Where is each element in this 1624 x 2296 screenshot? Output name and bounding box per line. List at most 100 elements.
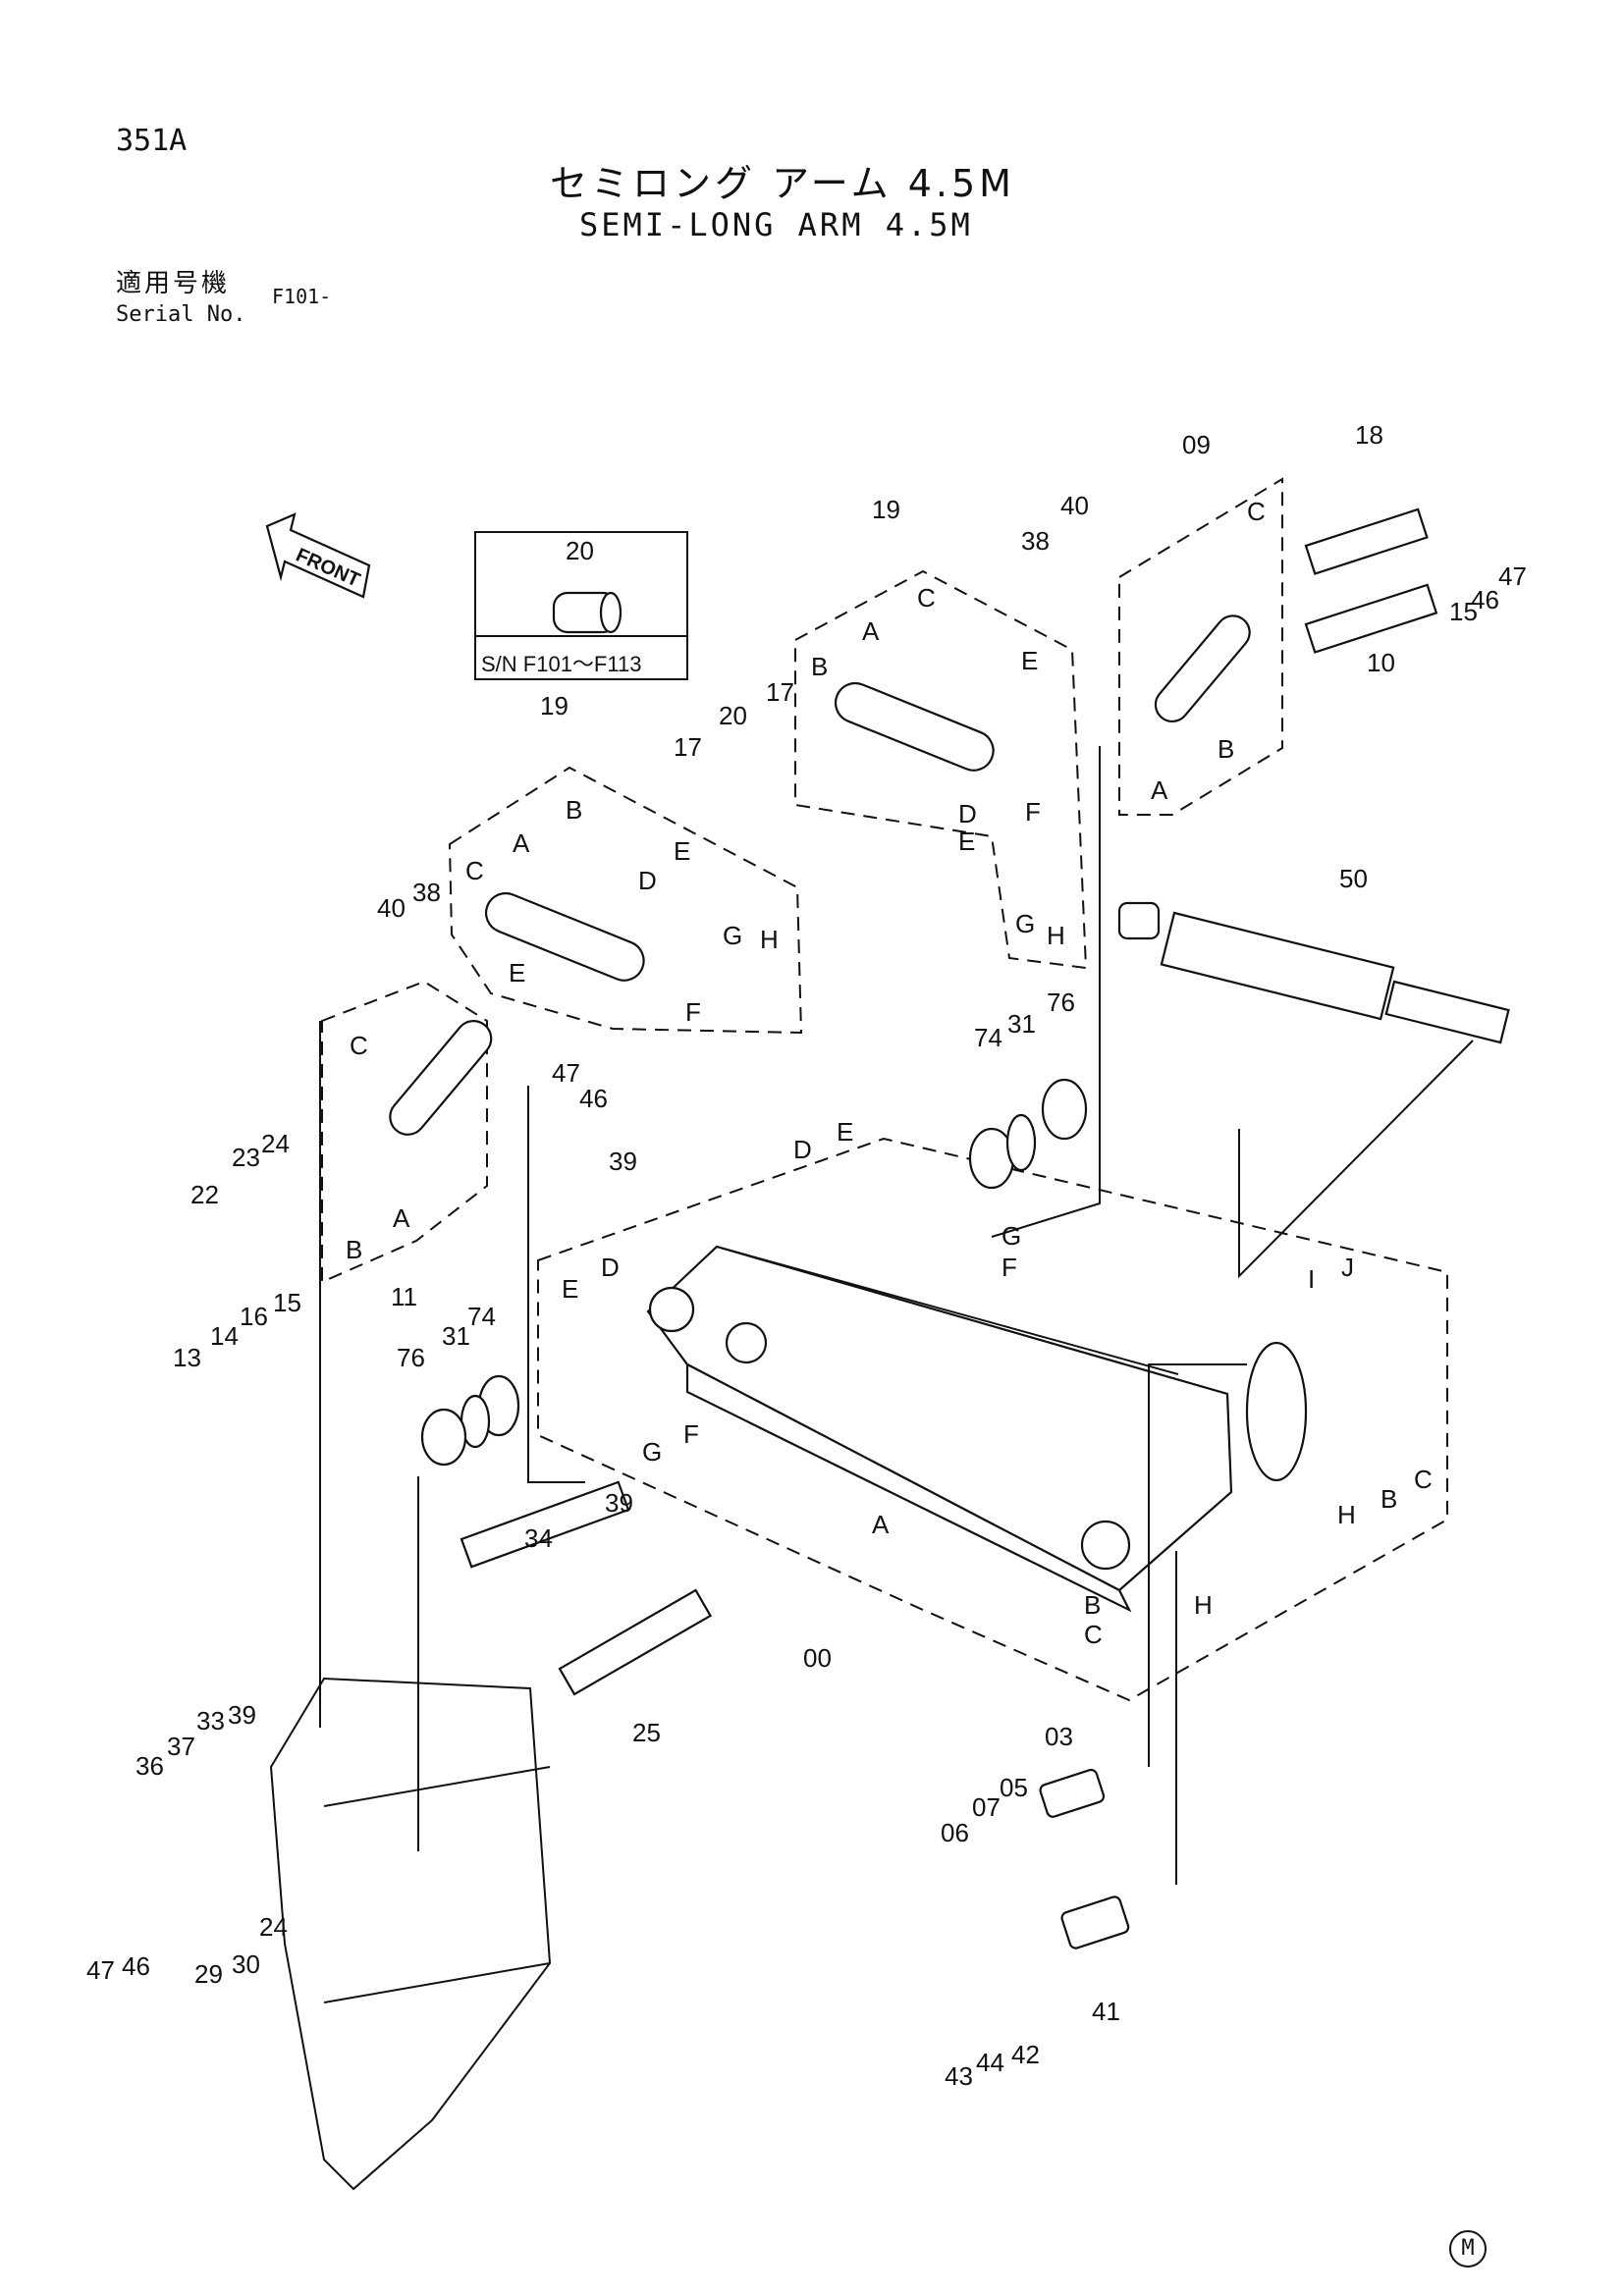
callout-39: 39 <box>609 1147 637 1176</box>
letter-label: E <box>958 827 975 856</box>
callout-39: 39 <box>228 1700 256 1730</box>
link-lower <box>484 891 645 982</box>
letter-label: H <box>1047 921 1065 950</box>
letter-label: G <box>723 921 742 950</box>
letter-label: H <box>1337 1500 1356 1529</box>
letter-label: B <box>1084 1590 1101 1620</box>
callout-30: 30 <box>232 1949 260 1979</box>
callout-46: 46 <box>1471 585 1499 614</box>
pin-18 <box>1304 507 1429 575</box>
callout-18: 18 <box>1355 420 1383 450</box>
callout-50: 50 <box>1339 864 1368 893</box>
callout-31: 31 <box>442 1321 470 1351</box>
letter-label: B <box>1218 734 1234 764</box>
callout-74: 74 <box>974 1023 1002 1052</box>
group-19-lower <box>448 766 803 1035</box>
leader-line <box>527 1086 585 1483</box>
callout-40: 40 <box>1060 491 1089 520</box>
callout-47: 47 <box>1498 561 1527 591</box>
maker-mark: M <box>1449 2230 1487 2268</box>
callout-13: 13 <box>173 1343 201 1372</box>
letter-label: E <box>837 1117 853 1147</box>
callout-20: 20 <box>719 701 747 730</box>
callout-23: 23 <box>232 1143 260 1172</box>
bucket <box>269 1677 552 2191</box>
callout-76: 76 <box>397 1343 425 1372</box>
callout-38: 38 <box>412 878 441 907</box>
callout-40: 40 <box>377 893 406 923</box>
callout-16: 16 <box>240 1302 268 1331</box>
title-english: SEMI-LONG ARM 4.5M <box>579 206 973 243</box>
callout-46: 46 <box>122 1951 150 1981</box>
serial-label-english: Serial No. <box>116 302 246 327</box>
callout-14: 14 <box>210 1321 239 1351</box>
letter-label: C <box>465 856 484 885</box>
letter-label: H <box>760 925 779 954</box>
callout-76: 76 <box>1047 988 1075 1017</box>
title-japanese: セミロング アーム 4.5M <box>550 162 1015 205</box>
letter-label: E <box>674 836 690 866</box>
callout-36: 36 <box>135 1751 164 1781</box>
callout-09: 09 <box>1182 430 1211 459</box>
letter-label: B <box>566 795 582 825</box>
leader-line <box>991 746 1101 1238</box>
letter-label: D <box>601 1253 620 1282</box>
arm-link-11 <box>389 1020 493 1136</box>
callout-00: 00 <box>803 1643 832 1673</box>
link-upper <box>834 681 995 772</box>
callout-42: 42 <box>1011 2040 1040 2069</box>
callout-47: 47 <box>86 1955 115 1985</box>
arm-body <box>646 1245 1308 1613</box>
letter-label: J <box>1341 1253 1354 1282</box>
letter-label: A <box>513 828 530 858</box>
callout-15: 15 <box>1449 597 1478 626</box>
inset-box: 20 S/N F101～F113 <box>474 531 688 680</box>
callout-43: 43 <box>945 2061 973 2091</box>
letter-label: G <box>1015 909 1035 938</box>
callout-37: 37 <box>167 1732 195 1761</box>
subpart-letters: A B C E D E F G H C B A A B C E D E F G … <box>346 497 1433 1649</box>
letter-label: A <box>1151 775 1168 805</box>
callout-24: 24 <box>261 1129 290 1158</box>
callout-19: 19 <box>872 495 900 524</box>
letter-label: H <box>1194 1590 1213 1620</box>
letter-label: E <box>1021 646 1038 675</box>
callout-19: 19 <box>540 691 568 721</box>
group-09 <box>1118 477 1283 816</box>
callout-29: 29 <box>194 1959 223 1989</box>
pin-41 <box>1060 1896 1130 1949</box>
callout-24: 24 <box>259 1912 288 1942</box>
callout-41: 41 <box>1092 1997 1120 2026</box>
callout-46: 46 <box>579 1084 608 1113</box>
part-callouts: 00 03 05 06 07 09 10 11 13 14 15 15 16 1… <box>86 420 1527 2091</box>
callout-34: 34 <box>524 1523 553 1553</box>
group-11 <box>321 980 488 1284</box>
callout-05: 05 <box>1000 1773 1028 1802</box>
callout-22: 22 <box>190 1180 219 1209</box>
callout-06: 06 <box>941 1818 969 1847</box>
inset-part-number: 20 <box>566 536 594 565</box>
seal-set-upper <box>968 1078 1088 1190</box>
pin-34 <box>460 1480 630 1569</box>
pin-25 <box>558 1588 713 1696</box>
serial-value: F101- <box>272 285 332 308</box>
seal-set-lower <box>420 1374 520 1467</box>
letter-label: I <box>1308 1264 1315 1294</box>
pin-10 <box>1304 583 1438 654</box>
letter-label: D <box>638 866 657 895</box>
callout-25: 25 <box>632 1718 661 1747</box>
bushing-icon <box>552 591 623 634</box>
callout-38: 38 <box>1021 526 1050 556</box>
letter-label: C <box>350 1031 368 1060</box>
letter-label: D <box>958 799 977 828</box>
callout-17: 17 <box>674 732 702 762</box>
letter-label: E <box>562 1274 578 1304</box>
pin-03 <box>1039 1768 1106 1818</box>
callout-33: 33 <box>196 1706 225 1735</box>
letter-label: A <box>862 616 880 646</box>
page-code: 351A <box>116 124 188 158</box>
front-arrow-icon: FRONT <box>265 512 371 599</box>
letter-label: F <box>1025 797 1041 827</box>
letter-label: A <box>872 1510 890 1539</box>
